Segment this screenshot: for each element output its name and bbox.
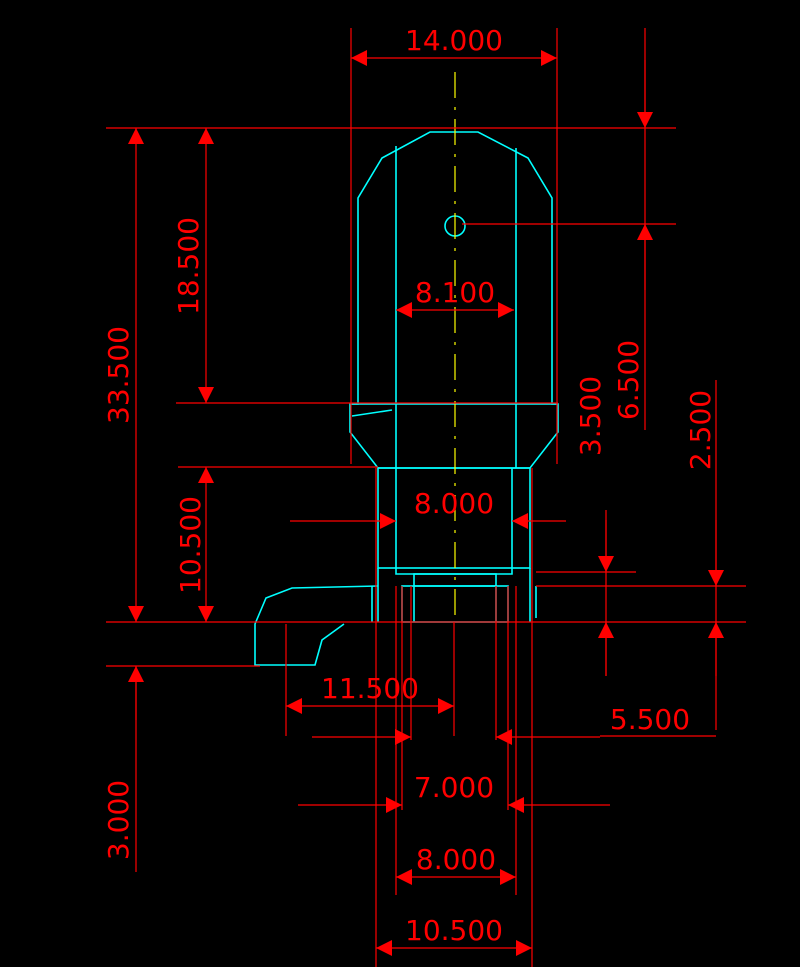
part-outline bbox=[254, 131, 559, 666]
dim-label-10-500-horizontal: 10.500 bbox=[405, 914, 503, 947]
dimension-arrows bbox=[128, 50, 724, 956]
dim-label-33-500: 33.500 bbox=[102, 326, 135, 424]
dim-label-11-500: 11.500 bbox=[321, 672, 419, 705]
head-chamfer-mark bbox=[351, 409, 393, 417]
dim-label-6-500: 6.500 bbox=[612, 340, 645, 420]
dim-label-14-000: 14.000 bbox=[405, 24, 503, 57]
dim-label-3-000: 3.000 bbox=[102, 780, 135, 860]
dim-label-10-500-vertical: 10.500 bbox=[174, 496, 207, 594]
dim-label-18-500: 18.500 bbox=[172, 217, 205, 315]
dim-label-8-100: 8.100 bbox=[415, 276, 495, 309]
dim-label-8-000-upper: 8.000 bbox=[414, 487, 494, 520]
collar-outline bbox=[395, 568, 513, 575]
dim-label-5-500: 5.500 bbox=[610, 703, 690, 736]
dim-label-2-500: 2.500 bbox=[684, 390, 717, 470]
dim-label-7-000: 7.000 bbox=[414, 771, 494, 804]
dim-label-8-000-lower: 8.000 bbox=[416, 843, 496, 876]
dim-label-3-500: 3.500 bbox=[574, 376, 607, 456]
dimension-labels: 14.000 18.500 33.500 8.100 6.500 3.500 2… bbox=[102, 24, 717, 947]
neck-outline bbox=[377, 467, 531, 569]
wing-bracket bbox=[254, 585, 379, 666]
